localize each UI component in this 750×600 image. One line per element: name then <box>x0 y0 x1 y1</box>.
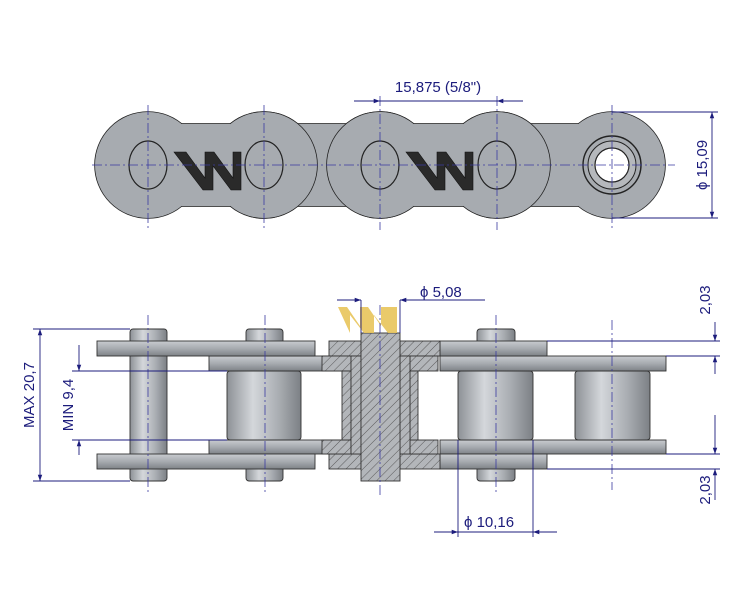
plate-thickness-dimensions: 2,03 2,03 <box>547 285 720 505</box>
plate-height-label: ϕ 15,09 <box>694 140 711 190</box>
outer-plates <box>96 340 548 470</box>
plate-thickness-bottom-label: 2,03 <box>697 475 714 504</box>
plate-thickness-top-label: 2,03 <box>697 285 714 314</box>
sectioned-joint <box>321 332 441 482</box>
side-centerlines <box>147 305 613 495</box>
plate-height-dimension: ϕ 15,09 <box>612 111 718 219</box>
max-width-label: MAX 20,7 <box>21 362 38 428</box>
roller-diameter-dimension: ϕ 10,16 <box>434 440 557 537</box>
roller-diameter-label: ϕ 10,16 <box>464 514 514 531</box>
pitch-label: 15,875 (5/8") <box>395 79 481 96</box>
top-view: 15,875 (5/8") ϕ 15,09 <box>92 79 718 230</box>
logo-icon <box>173 151 474 191</box>
pin-diameter-dimension: ϕ 5,08 <box>337 284 485 333</box>
section-logo-icon <box>338 307 397 333</box>
max-width-dimension: MAX 20,7 <box>21 328 130 482</box>
inner-plates <box>208 355 667 455</box>
pitch-dimension: 15,875 (5/8") <box>354 79 523 104</box>
min-width-label: MIN 9,4 <box>60 379 77 432</box>
side-view: ϕ 5,08 2,03 2,03 MAX 20,7 MIN 9,4 <box>21 284 720 537</box>
rollers <box>226 370 651 441</box>
top-centerlines <box>92 96 675 230</box>
min-width-dimension: MIN 9,4 <box>60 345 227 455</box>
pin-diameter-label: ϕ 5,08 <box>420 284 462 301</box>
